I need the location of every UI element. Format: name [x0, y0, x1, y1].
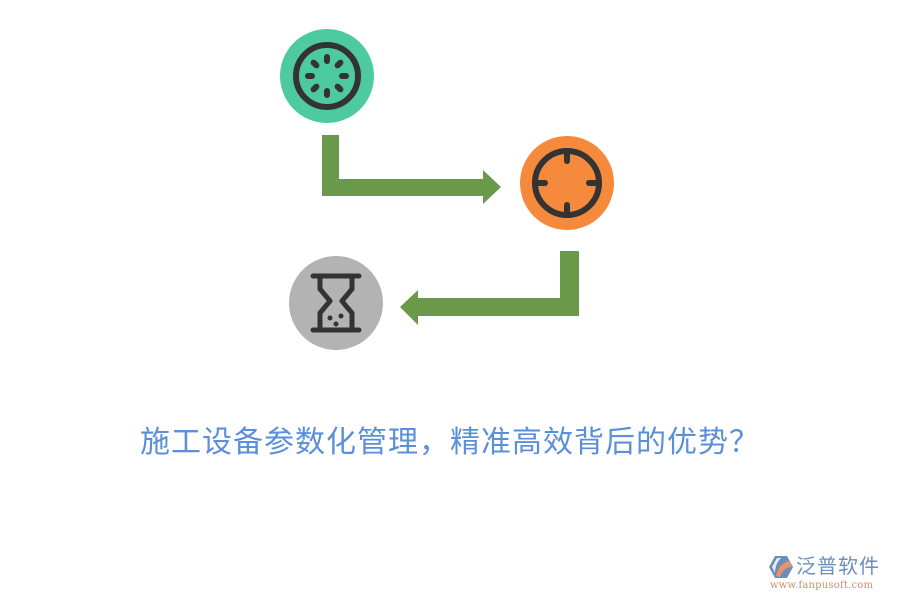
step-node-1 — [280, 29, 374, 123]
brand-watermark: 泛普软件 www.fanpusoft.com — [768, 553, 896, 595]
brand-url: www.fanpusoft.com — [770, 580, 874, 591]
brand-name: 泛普软件 — [796, 554, 880, 578]
brand-logo-icon — [769, 556, 793, 578]
loading-spinner-icon — [293, 42, 361, 110]
hourglass-icon — [310, 273, 362, 333]
step-node-3 — [289, 256, 383, 350]
elbow-arrow-left — [400, 251, 579, 325]
step-node-2 — [520, 136, 614, 230]
elbow-arrow-right — [322, 135, 501, 204]
crosshair-target-icon — [532, 148, 602, 218]
page-title: 施工设备参数化管理，精准高效背后的优势？ — [140, 425, 760, 460]
